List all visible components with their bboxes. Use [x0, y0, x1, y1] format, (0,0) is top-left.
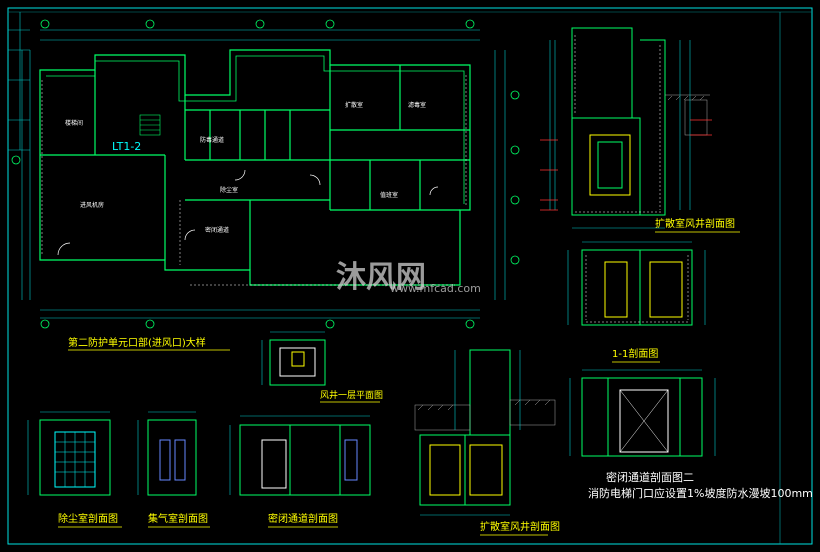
- main-plan: [11, 19, 520, 329]
- shaft-plan: [261, 331, 326, 386]
- title-underlines: [58, 231, 740, 536]
- plan-title: 第二防护单元口部(进风口)大样: [68, 338, 206, 349]
- room-label: 楼梯间: [65, 120, 84, 127]
- section-filter: [137, 411, 197, 496]
- section-filter-title: 集气室剖面图: [148, 514, 208, 525]
- room-label: 进风机房: [80, 202, 105, 209]
- fire-elevator-note: 消防电梯门口应设置1%坡度防水漫坡100mm: [588, 487, 813, 500]
- room-label: 滤毒室: [408, 102, 427, 109]
- section-expansion-top-title: 扩散室风井剖面图: [655, 219, 735, 230]
- section-expansion-top: [540, 27, 712, 229]
- watermark-url: www.mfcad.com: [390, 282, 481, 295]
- room-label: 防毒通道: [200, 137, 225, 144]
- section-airlock-2: [569, 369, 716, 457]
- room-label: 密闭通道: [205, 227, 230, 234]
- section-expansion-bottom: [414, 349, 556, 516]
- room-label: 值班室: [380, 192, 399, 199]
- section-airlock-title: 密闭通道剖面图: [268, 514, 338, 525]
- section-expansion-bottom-title: 扩散室风井剖面图: [480, 522, 560, 533]
- plan-tag: LT1-2: [112, 140, 142, 153]
- section-1-1: [567, 241, 706, 326]
- room-label: 扩散室: [345, 102, 364, 109]
- shaft-plan-title: 风井一层平面图: [320, 391, 384, 401]
- section-dust-removal: [27, 411, 111, 496]
- section-dust-title: 除尘室剖面图: [58, 514, 118, 525]
- watermark-brand: 沐风网: [336, 260, 426, 295]
- sheet-frame: [7, 7, 813, 545]
- section-airlock: [229, 415, 371, 496]
- section-airlock-2-title: 密闭通道剖面图二: [606, 471, 694, 484]
- section-1-1-title: 1-1剖面图: [612, 349, 659, 360]
- room-label: 除尘室: [220, 187, 239, 194]
